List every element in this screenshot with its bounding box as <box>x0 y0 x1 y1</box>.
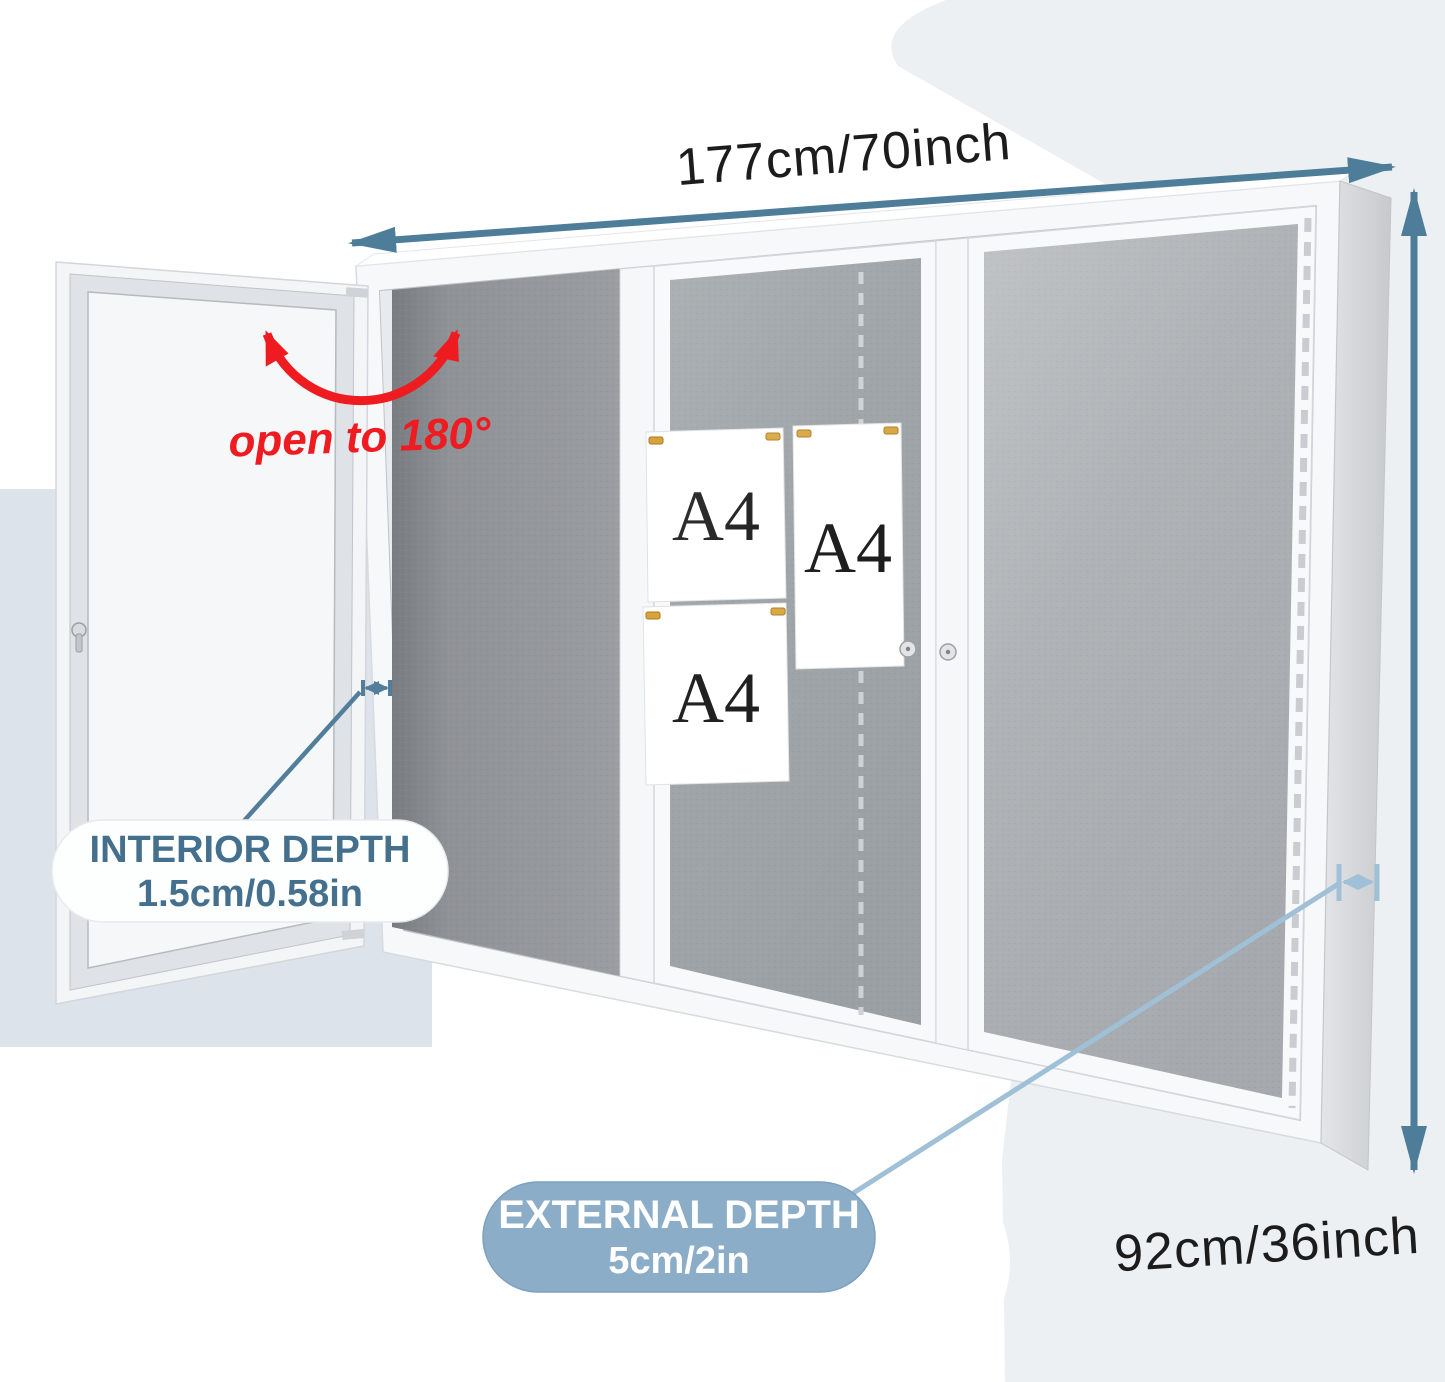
lock-pin <box>945 649 951 655</box>
pointer-line <box>241 690 362 824</box>
open-glass-door <box>55 261 369 1005</box>
door-lock-lever <box>75 633 83 653</box>
interior-depth-title: INTERIOR DEPTH <box>90 829 411 871</box>
door-glass <box>88 292 336 968</box>
badge-pill <box>51 819 449 923</box>
external-depth-title: EXTERNAL DEPTH <box>498 1193 860 1237</box>
mullion <box>935 237 969 1051</box>
left-bay-felt-texture <box>392 269 620 976</box>
external-depth-badge: EXTERNAL DEPTH 5cm/2in <box>482 1181 876 1293</box>
width-dimension-arrow <box>348 157 1396 253</box>
badge-pill <box>482 1181 876 1293</box>
external-depth-pointer <box>820 864 1380 1216</box>
pushpin <box>645 611 661 620</box>
pushpin <box>648 436 664 445</box>
open-angle-label: open to 180° <box>228 408 492 466</box>
pointer-line <box>820 880 1342 1216</box>
right-door-glass <box>984 224 1298 1098</box>
interior-depth-value: 1.5cm/0.58in <box>137 873 363 915</box>
interior-depth-badge: INTERIOR DEPTH 1.5cm/0.58in <box>51 819 449 923</box>
interior-depth-pointer <box>241 680 392 824</box>
door-outer-frame <box>55 261 369 1005</box>
middle-door-glass <box>670 258 921 1025</box>
door-hinge <box>341 929 365 940</box>
door-hinge <box>345 287 369 298</box>
open-direction-arc <box>262 329 461 406</box>
external-depth-value: 5cm/2in <box>608 1240 750 1282</box>
door-locks <box>899 640 957 661</box>
lock-pin <box>905 646 911 652</box>
right-door-piano-hinge <box>1288 217 1312 1109</box>
